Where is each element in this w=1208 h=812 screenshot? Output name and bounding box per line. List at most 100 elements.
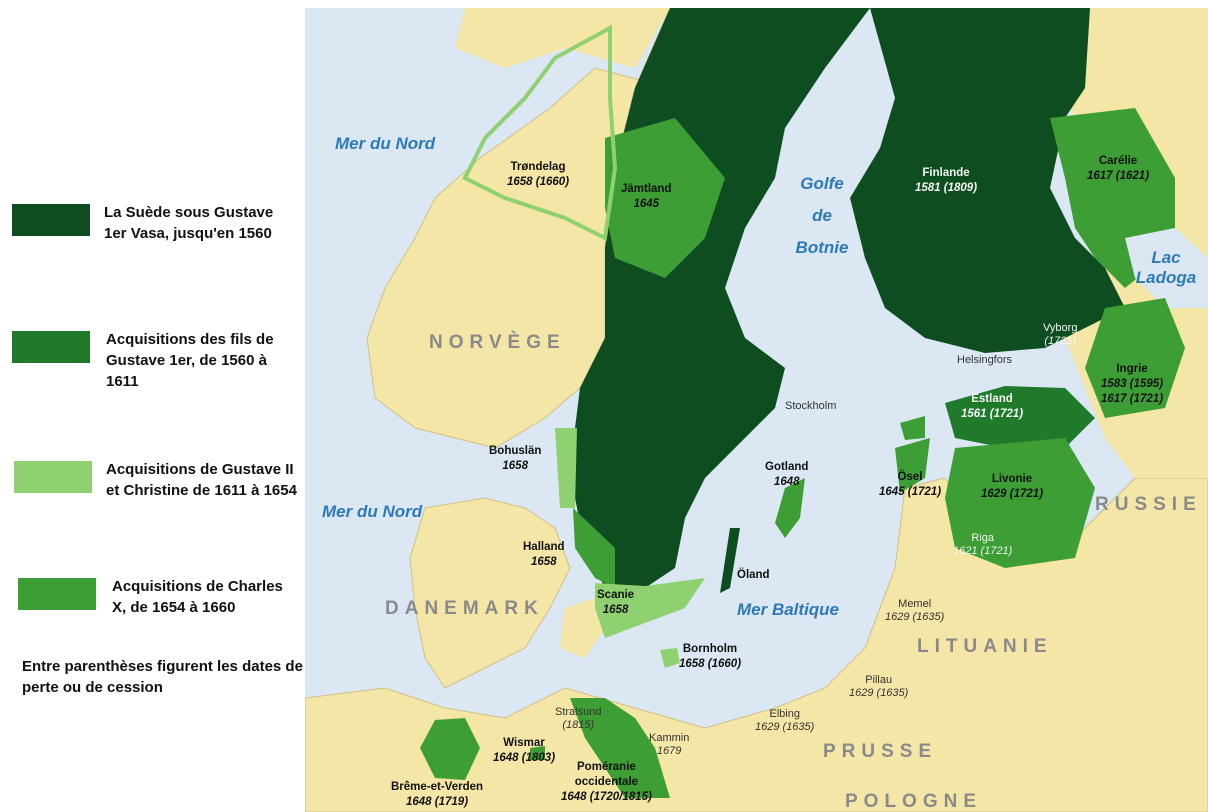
legend-note: Entre parenthèses figurent les dates de … [22, 658, 303, 696]
breme-name: Brême-et-Verden [391, 781, 484, 793]
osel-name: Ösel [897, 471, 923, 483]
region-label-trondelag: Trøndelag 1658 (1660) [507, 160, 569, 190]
country-label-norvege: NORVÈGE [429, 332, 566, 353]
trondelag-dates: 1658 (1660) [507, 176, 570, 188]
jamtland-dates: 1645 [633, 198, 660, 210]
city-label-kammin: Kammin 1679 [649, 732, 689, 758]
region-bornholm [660, 648, 680, 668]
land-denmark-islands [560, 598, 605, 658]
pillau-name: Pillau [865, 674, 893, 686]
region-label-livonie: Livonie 1629 (1721) [981, 472, 1043, 502]
country-label-danemark: DANEMARK [385, 598, 544, 619]
lake-ladoga [1125, 228, 1208, 308]
livonie-dates: 1629 (1721) [981, 488, 1044, 500]
land-denmark [409, 497, 571, 689]
ingrie-dates: 1583 (1595) [1101, 378, 1164, 390]
wismar-name: Wismar [503, 737, 545, 749]
legend-swatch-charles10 [18, 578, 96, 610]
region-osel [895, 438, 930, 493]
ingrie-name: Ingrie [1116, 363, 1148, 375]
stralsund-name: Stralsund [555, 706, 602, 718]
carelie-name: Carélie [1098, 155, 1138, 167]
scanie-name: Scanie [597, 589, 635, 601]
region-label-finlande: Finlande 1581 (1809) [915, 166, 977, 196]
gotland-name: Gotland [765, 461, 809, 473]
stockholm-name: Stockholm [785, 400, 837, 412]
region-oland [720, 528, 740, 593]
wismar-dates: 1648 (1803) [493, 752, 556, 764]
city-label-helsingfors: Helsingfors [957, 354, 1012, 367]
halland-name: Halland [523, 541, 565, 553]
country-label-pologne: POLOGNE [845, 791, 983, 812]
sea-label-mer-baltique: Mer Baltique [737, 600, 840, 619]
sea-label-mer-du-nord-2: Mer du Nord [322, 502, 423, 521]
kammin-name: Kammin [649, 732, 690, 744]
legend-swatch-vasa [12, 204, 90, 236]
legend-text-charles10: Acquisitions de Charles X, de 1654 à 166… [112, 578, 283, 616]
city-label-pillau: Pillau 1629 (1635) [849, 674, 908, 700]
region-label-bornholm: Bornholm 1658 (1660) [679, 642, 741, 672]
bohuslan-dates: 1658 [502, 460, 528, 472]
finlande-name: Finlande [922, 167, 970, 179]
carelie-dates: 1617 (1621) [1087, 170, 1150, 182]
region-livonie [945, 438, 1095, 568]
pomeranie-dates: 1648 (1720/1815) [561, 791, 652, 803]
region-label-jamtland: Jämtland 1645 [621, 182, 672, 212]
region-label-osel: Ösel 1645 (1721) [879, 470, 941, 500]
legend-text-vasa: La Suède sous Gustave 1er Vasa, jusqu'en… [104, 204, 274, 242]
region-finland [850, 8, 1125, 353]
kammin-dates: 1679 [656, 745, 682, 757]
region-label-scanie: Scanie 1658 [597, 588, 634, 618]
city-label-vyborg: Vyborg (1721) [1043, 322, 1077, 348]
country-label-russie: RUSSIE [1095, 494, 1202, 515]
sea-label-lac-ladoga: Lac Ladoga [1131, 248, 1201, 288]
city-label-stralsund: Stralsund (1815) [555, 706, 601, 732]
elbing-name: Elbing [769, 708, 800, 720]
estland-name: Estland [971, 393, 1013, 405]
city-label-riga: Riga 1621 (1721) [953, 532, 1012, 558]
region-label-halland: Halland 1658 [523, 540, 565, 570]
livonie-name: Livonie [991, 473, 1033, 485]
region-label-wismar: Wismar 1648 (1803) [493, 736, 555, 766]
region-label-ingrie: Ingrie 1583 (1595) 1617 (1721) [1101, 362, 1163, 407]
sea-label-ladoga: Ladoga [1135, 268, 1197, 287]
legend-text-gustav2: Acquisitions de Gustave II et Christine … [106, 461, 297, 499]
region-scanie [595, 578, 705, 638]
region-label-bohuslan: Bohuslän 1658 [489, 444, 541, 474]
country-label-prusse: PRUSSE [823, 741, 938, 762]
region-label-estland: Estland 1561 (1721) [961, 392, 1023, 422]
vyborg-dates: (1721) [1044, 335, 1077, 347]
region-ingrie [1085, 298, 1185, 418]
halland-dates: 1658 [530, 556, 557, 568]
riga-name: Riga [971, 532, 994, 544]
region-trondelag [462, 24, 618, 242]
country-label-lituanie: LITUANIE [917, 636, 1053, 657]
trondelag-name: Trøndelag [510, 161, 566, 173]
region-label-breme: Brême-et-Verden 1648 (1719) [391, 780, 483, 810]
elbing-dates: 1629 (1635) [755, 721, 815, 733]
sea-label-golfe-3: Botnie [795, 238, 849, 257]
sea-label-golfe-2: de [812, 206, 832, 225]
city-label-stockholm: Stockholm [785, 400, 836, 413]
sea-label-lac: Lac [1151, 248, 1181, 267]
jamtland-name: Jämtland [621, 183, 672, 195]
region-pomeranie [570, 698, 670, 798]
pomeranie-name: Poméranie [577, 761, 636, 773]
helsingfors-name: Helsingfors [957, 354, 1013, 366]
scanie-dates: 1658 [602, 604, 629, 616]
land-norway-north [455, 8, 670, 68]
region-label-pomeranie: Poméranie occidentale 1648 (1720/1815) [561, 760, 652, 805]
region-dago [900, 416, 925, 440]
legend-swatch-gustav2 [14, 461, 92, 493]
sea-label-mer-du-nord-1: Mer du Nord [335, 134, 436, 153]
map: Mer du Nord Mer du Nord Golfe de Botnie … [305, 8, 1208, 812]
region-gotland [775, 478, 805, 538]
memel-dates: 1629 (1635) [885, 611, 945, 623]
region-label-oland: Öland [737, 568, 770, 583]
oland-name: Öland [737, 569, 770, 581]
bornholm-dates: 1658 (1660) [679, 658, 742, 670]
finlande-dates: 1581 (1809) [915, 182, 978, 194]
sea-label-golfe: Golfe de Botnie [787, 168, 857, 264]
city-label-memel: Memel 1629 (1635) [885, 598, 944, 624]
region-label-gotland: Gotland 1648 [765, 460, 808, 490]
